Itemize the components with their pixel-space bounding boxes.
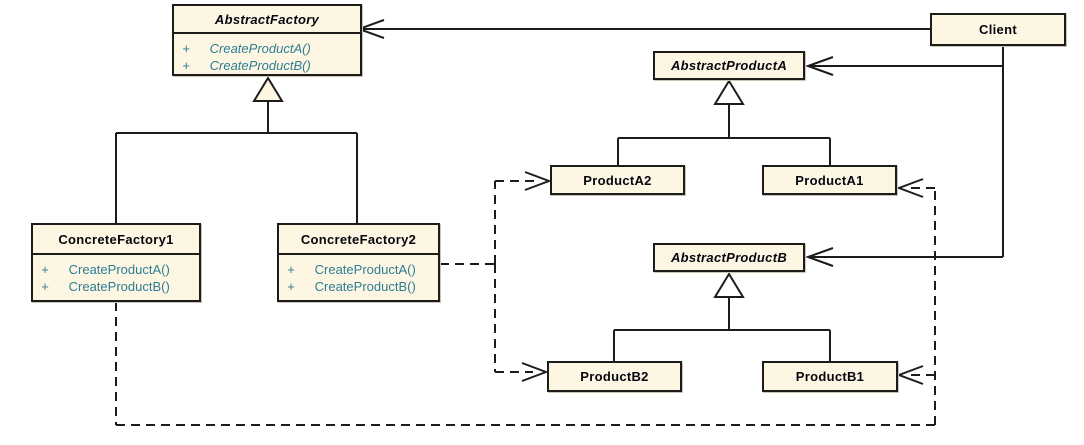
method-name: CreateProductA() bbox=[68, 262, 170, 277]
edge-client-to-abstractproductb bbox=[805, 247, 1003, 267]
class-title: AbstractFactory bbox=[214, 11, 320, 27]
method-visibility: + bbox=[182, 58, 190, 73]
method-name: CreateProductB() bbox=[314, 279, 416, 294]
method-visibility: + bbox=[41, 262, 49, 277]
edge-client-to-abstractfactory bbox=[356, 19, 930, 39]
class-title: AbstractProductB bbox=[670, 250, 788, 265]
method-name: CreateProductB() bbox=[209, 58, 311, 73]
class-title: ConcreteFactory1 bbox=[58, 231, 174, 247]
class-concrete-factory1: ConcreteFactory1 + CreateProductA() + Cr… bbox=[31, 223, 201, 302]
class-title: Client bbox=[979, 22, 1017, 37]
class-methods: + CreateProductA() + CreateProductB() bbox=[174, 34, 360, 74]
open-arrowhead-icon bbox=[805, 247, 834, 267]
class-header: ConcreteFactory2 bbox=[279, 225, 438, 255]
edge-dependency-concretefactory2 bbox=[440, 171, 552, 382]
class-abstract-product-a: AbstractProductA bbox=[653, 51, 805, 80]
method-name: CreateProductA() bbox=[209, 41, 311, 56]
method-visibility: + bbox=[287, 279, 295, 294]
class-abstract-product-b: AbstractProductB bbox=[653, 243, 805, 272]
class-product-a2: ProductA2 bbox=[550, 165, 685, 195]
method-row: + CreateProductA() bbox=[279, 261, 438, 278]
class-concrete-factory2: ConcreteFactory2 + CreateProductA() + Cr… bbox=[277, 223, 440, 302]
class-header: AbstractFactory bbox=[174, 6, 360, 34]
open-arrowhead-icon bbox=[805, 56, 834, 76]
open-arrowhead-icon bbox=[896, 178, 924, 198]
edge-dependency-concretefactory1 bbox=[115, 178, 936, 426]
method-row: + CreateProductB() bbox=[33, 278, 199, 295]
method-name: CreateProductA() bbox=[314, 262, 416, 277]
class-title: ProductA2 bbox=[583, 172, 652, 188]
class-product-b2: ProductB2 bbox=[547, 361, 682, 392]
class-header: ConcreteFactory1 bbox=[33, 225, 199, 255]
method-name: CreateProductB() bbox=[68, 279, 170, 294]
class-methods: + CreateProductA() + CreateProductB() bbox=[33, 255, 199, 295]
class-title: ProductB2 bbox=[580, 369, 649, 384]
class-methods: + CreateProductA() + CreateProductB() bbox=[279, 255, 438, 295]
class-title: ProductA1 bbox=[795, 172, 864, 188]
hollow-triangle-icon bbox=[713, 79, 745, 105]
edge-generalization-products-b bbox=[613, 272, 831, 361]
method-row: + CreateProductB() bbox=[174, 57, 360, 74]
edge-generalization-products-a bbox=[617, 79, 831, 165]
method-visibility: + bbox=[41, 279, 49, 294]
class-title: AbstractProductA bbox=[670, 58, 788, 73]
hollow-triangle-icon bbox=[252, 76, 284, 102]
open-arrowhead-icon bbox=[896, 365, 924, 385]
method-row: + CreateProductA() bbox=[33, 261, 199, 278]
open-arrowhead-icon bbox=[521, 362, 549, 382]
class-abstract-factory: AbstractFactory + CreateProductA() + Cre… bbox=[172, 4, 362, 76]
hollow-triangle-icon bbox=[713, 272, 745, 298]
class-product-b1: ProductB1 bbox=[762, 361, 898, 392]
edge-client-to-abstractproducta bbox=[805, 56, 1003, 76]
class-title: ProductB1 bbox=[795, 369, 865, 384]
method-row: + CreateProductA() bbox=[174, 40, 360, 57]
class-product-a1: ProductA1 bbox=[762, 165, 897, 195]
method-row: + CreateProductB() bbox=[279, 278, 438, 295]
class-client: Client bbox=[930, 13, 1066, 46]
edge-generalization-factories bbox=[115, 76, 358, 223]
open-arrowhead-icon bbox=[524, 171, 552, 191]
method-visibility: + bbox=[182, 41, 190, 56]
method-visibility: + bbox=[287, 262, 295, 277]
class-title: ConcreteFactory2 bbox=[300, 231, 417, 247]
